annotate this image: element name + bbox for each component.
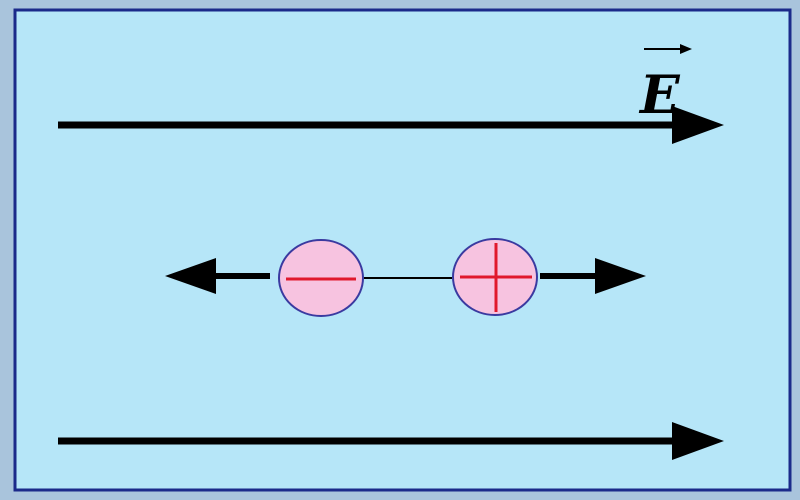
field-panel <box>13 8 792 492</box>
vector-arrow-head <box>680 44 692 54</box>
force-arrow-left <box>165 258 270 294</box>
field-line-top-head <box>672 106 724 144</box>
negative-charge <box>278 239 364 317</box>
field-line-bottom <box>58 422 724 460</box>
positive-charge <box>452 238 538 316</box>
field-label: E <box>638 65 681 126</box>
force-arrow-right <box>540 258 646 294</box>
field-line-bottom-head <box>672 422 724 460</box>
field-line-top <box>58 106 724 144</box>
force-arrow-left-head <box>165 258 216 294</box>
force-arrow-right-head <box>595 258 646 294</box>
field-label-group: E <box>638 44 692 126</box>
